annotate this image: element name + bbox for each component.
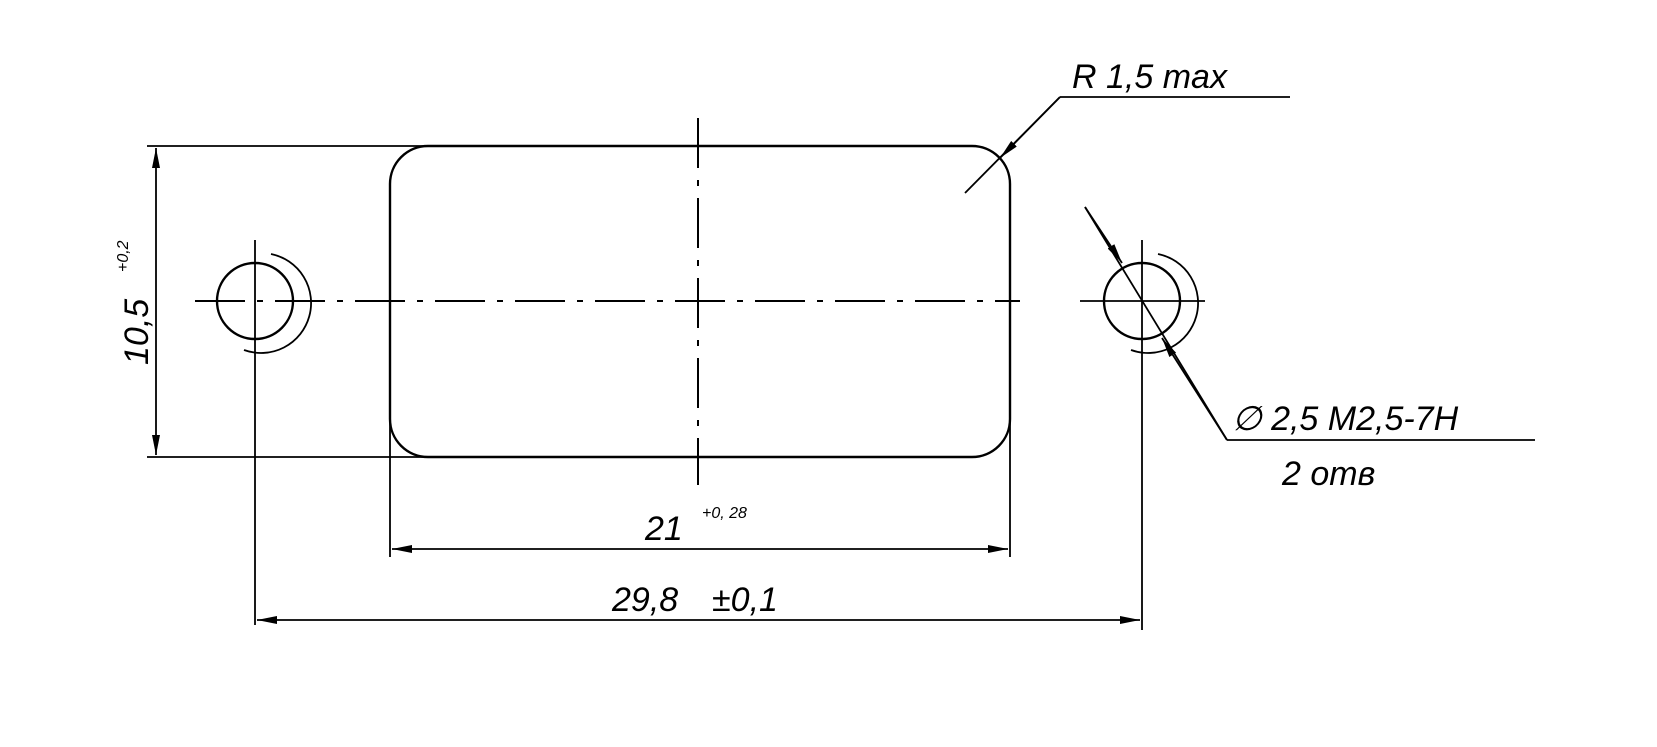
hole-diameter-leader: ∅ 2,5 M2,5-7H 2 отв xyxy=(1084,206,1535,493)
height-dimension: 10,5 +0,2 xyxy=(115,145,440,458)
hole-count: 2 отв xyxy=(1281,455,1375,493)
height-tolerance: +0,2 xyxy=(115,240,132,272)
width-dimension: 21 +0, 28 xyxy=(389,410,1011,557)
hole-spacing-dimension: 29,8 ±0,1 xyxy=(257,581,1140,624)
spacing-value: 29,8 xyxy=(611,581,678,619)
width-tolerance: +0, 28 xyxy=(702,505,747,522)
hole-spec: ∅ 2,5 M2,5-7H xyxy=(1232,400,1459,438)
radius-note: R 1,5 max xyxy=(1072,58,1228,96)
height-value: 10,5 xyxy=(118,299,156,365)
width-value: 21 xyxy=(644,510,683,548)
right-mounting-hole xyxy=(1102,253,1199,354)
spacing-tolerance: ±0,1 xyxy=(712,581,778,619)
radius-leader: R 1,5 max xyxy=(964,58,1290,194)
left-mounting-hole xyxy=(215,253,312,354)
